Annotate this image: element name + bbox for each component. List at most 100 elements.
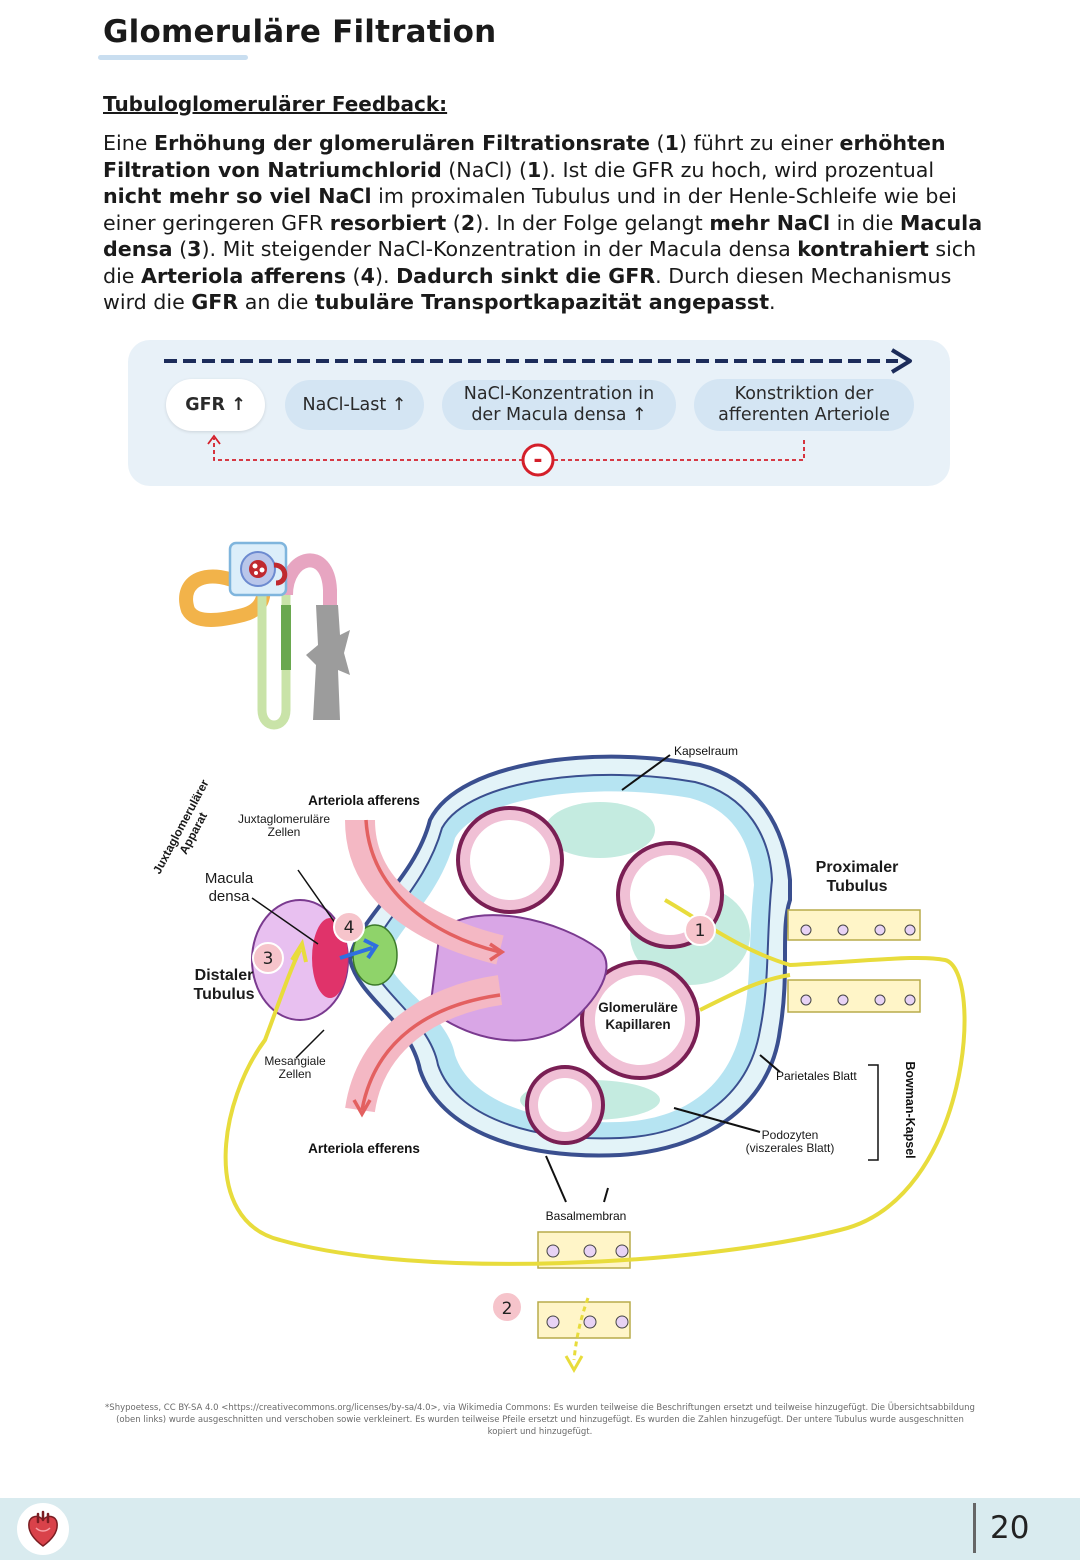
proximal-tubule-upper [787,909,921,941]
marker-4-label: 4 [344,918,355,938]
pointer-podozyten [673,1107,761,1133]
paragraph-segment: kontrahiert [797,237,929,261]
pt-nucleus [800,924,812,936]
lt-nucleus [583,1244,597,1258]
marker-3 [252,942,284,974]
nacl-pathway-branch [699,973,791,1012]
paragraph-segment: Eine [103,131,155,155]
arteriola-efferens-vessel [345,975,503,1113]
pointer-basalmembran-1 [545,1155,567,1203]
pointer-mesangial [295,1029,325,1059]
lt-nucleus [615,1244,629,1258]
paragraph-segment: ( [172,237,188,261]
bowman-bracket [868,1064,879,1161]
paragraph-segment: 1 [527,157,542,182]
page-number: 20 [990,1510,1030,1546]
flow-step-macula-densa: NaCl-Konzentration in der Macula densa ↑ [442,380,676,430]
capillary-dot-3 [254,571,258,575]
feedback-flow-box: - GFR ↑ NaCl-Last ↑ NaCl-Konzentration i… [128,340,950,486]
paragraph-segment: 3 [187,237,202,261]
paragraph-segment: sich die [103,237,977,288]
page-footer [0,1498,1080,1560]
pointer-basalmembran-2 [603,1187,609,1203]
paragraph-segment: Dadurch sinkt die GFR [396,263,656,288]
label-distal-tubule-text: Distaler Tubulus [193,967,255,1003]
pointer-jg-cells [297,869,341,931]
glomerulus-diagram: 1 2 3 4 Arteriola afferens Arteriola eff… [223,744,967,1374]
paragraph-segment: 4 [360,263,375,288]
paragraph-segment: 2 [460,210,476,235]
paragraph-segment: Arteriola afferens [141,263,346,288]
marker-1-label: 1 [695,921,706,941]
paragraph-segment: . Durch diesen Mechanismus wird die [103,263,952,315]
nephron-overview-figure [179,541,350,730]
nacl-pathway [223,898,967,1266]
label-parietal: Parietales Blatt [776,1069,857,1083]
marker-4 [333,911,365,943]
pt-nucleus [904,994,916,1006]
paragraph-segment: . [769,290,776,314]
title-underline [98,55,248,60]
flow-step-gfr: GFR ↑ [166,379,265,431]
proximal-tubule-lower [787,979,921,1013]
paragraph-segment: ). Ist die GFR zu hoch, wird prozentual [541,157,935,182]
marker-3-label: 3 [263,949,274,969]
lt-nucleus [583,1315,597,1329]
label-basalmembran: Basalmembran [546,1209,627,1223]
label-bowman-kapsel: Bowman-Kapsel [903,1061,917,1158]
flow-step-nacl-load: NaCl-Last ↑ [285,380,424,430]
label-glomerular-capillaries-text: Glomeruläre Kapillaren [598,1000,678,1032]
label-juxtaglomerular-cells: Juxtaglomeruläre Zellen [237,812,331,839]
inhibition-circle [521,443,555,477]
nacl-md-arrowhead [290,938,308,963]
paragraph-segment: an die [238,290,315,314]
pointer-parietal [759,1054,781,1073]
marker-1 [684,914,716,946]
paragraph-segment: Macula densa [103,210,983,262]
efferent-flow-arrow [360,993,501,1111]
paragraph-segment: ). Mit steigender NaCl-Konzentration in … [201,237,798,261]
paragraph-segment: im proximalen Tubulus und in der Henle-S… [103,184,957,235]
henle-loop-sketch [257,575,291,730]
paragraph-segment: (NaCl) ( [441,157,528,182]
paragraph-segment: tubuläre Transportkapazität angepasst [314,290,770,314]
label-mesangial-cells: Mesangiale Zellen [264,1054,326,1081]
label-podocytes: Podozyten (viszerales Blatt) [745,1128,835,1155]
paragraph-segment: ( [650,131,665,155]
pt-nucleus [837,924,849,936]
label-kapselraum: Kapselraum [674,744,738,758]
paragraph-segment: in die [830,210,900,235]
efferent-arrowhead [352,1099,372,1118]
constriction-arrowhead [363,938,379,960]
lt-nucleus [615,1315,629,1329]
paragraph-segment: erhöhten Filtration von Natriumchlorid [103,131,946,182]
pt-nucleus [800,994,812,1006]
label-arteriola-afferens: Arteriola afferens [308,793,420,808]
flow-arrowhead [890,348,912,374]
inhibition-arrowhead [207,434,221,445]
image-credit: *Shypoetess, CC BY-SA 4.0 <https://creat… [105,1403,975,1437]
page-number-separator [973,1503,976,1553]
paragraph-segment: resorbiert [329,210,447,235]
lt-nucleus [546,1315,560,1329]
paragraph-segment: GFR [191,290,239,314]
section-subtitle: Tubuloglomerulärer Feedback: [103,92,448,116]
flow-arrows: - [164,348,912,477]
distal-tubule-sketch [279,553,337,605]
distal-segment-sketch [281,605,291,670]
podocyte-region-1 [545,802,655,858]
paragraph-segment: ). [374,263,397,288]
paragraph-segment: mehr NaCl [709,210,831,235]
flow-step-constriction: Konstriktion der afferenten Arteriole [694,379,914,431]
pt-nucleus [874,924,886,936]
paragraph-segment: ). In der Folge gelangt [475,210,710,235]
capillary-lumen-4 [538,1078,592,1132]
paragraph-segment: ( [346,263,361,288]
pt-nucleus [837,994,849,1006]
paragraph-segment: 1 [664,131,679,155]
inhibition-symbol: - [533,448,542,473]
heart-icon-graphic [28,1510,58,1547]
inhibition-line [213,438,805,461]
capillary-dot-2 [259,567,265,573]
label-macula-densa: Macula densa [204,870,254,905]
